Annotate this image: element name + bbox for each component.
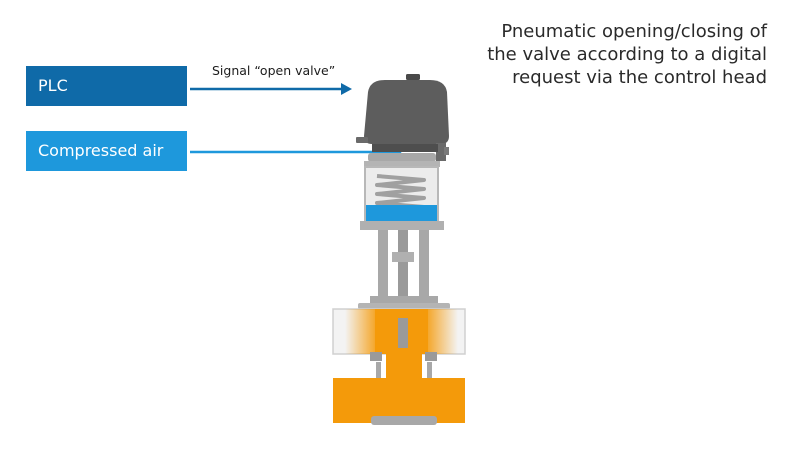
signal-label: Signal “open valve”	[212, 63, 336, 78]
valve-body	[332, 308, 466, 425]
signal-arrow	[190, 83, 352, 95]
compressed-air-label: Compressed air	[38, 141, 164, 160]
valve-seat	[370, 318, 437, 378]
compressed-air-box: Compressed air	[26, 131, 187, 171]
plc-label: PLC	[38, 76, 68, 95]
plc-box: PLC	[26, 66, 187, 106]
caption-line-3: request via the control head	[512, 67, 767, 88]
lantern	[358, 230, 450, 326]
caption-line-2: the valve according to a digital	[487, 44, 767, 65]
caption: Pneumatic opening/closing of the valve a…	[437, 20, 767, 89]
caption-line-1: Pneumatic opening/closing of	[501, 21, 767, 42]
actuator-housing	[360, 153, 444, 230]
control-head	[356, 74, 449, 161]
